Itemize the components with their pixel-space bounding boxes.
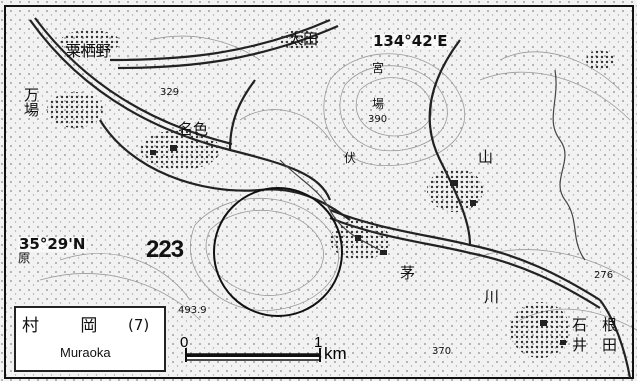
latitude-label: 35°29'N	[18, 235, 87, 253]
place-name: 原	[18, 251, 31, 265]
legend-sheet-name-romaji: Muraoka	[60, 345, 111, 360]
site-number: 223	[146, 236, 184, 263]
place-name: 宮	[372, 61, 385, 75]
elevation-label: 276	[594, 270, 614, 281]
place-name: 井	[572, 336, 588, 354]
building-blocks	[150, 145, 566, 345]
scale-start-label: 0	[180, 334, 189, 351]
place-name: 太田	[288, 30, 319, 48]
place-name: 名色	[178, 120, 209, 138]
legend-sheet-name-jp: 村 岡	[22, 316, 116, 336]
settlements	[47, 30, 614, 358]
scale-end-label: 1	[314, 334, 323, 351]
place-name: 田	[602, 336, 618, 354]
elevation-label: 370	[432, 346, 452, 357]
elevation-label: 329	[160, 87, 180, 98]
place-name: 万場	[24, 86, 40, 119]
scale-bar	[185, 348, 321, 362]
contour-lines	[39, 35, 637, 331]
map-frame	[4, 5, 634, 379]
elevation-label: 493.9	[178, 305, 207, 316]
legend-sheet-number: (7)	[128, 316, 150, 334]
place-name: 場	[372, 97, 385, 111]
place-name: 茅	[400, 264, 416, 282]
longitude-label: 134°42'E	[372, 32, 449, 50]
place-name: 根	[602, 316, 618, 334]
place-name: 伏	[344, 151, 357, 165]
place-name: 山	[478, 148, 494, 166]
place-name: 石	[572, 316, 588, 334]
site-circle	[213, 187, 343, 317]
map-legend: 村 岡 (7) Muraoka	[14, 306, 166, 372]
scale-unit-label: km	[324, 344, 347, 363]
place-name: 川	[484, 288, 500, 306]
place-name: 栗栖野	[66, 42, 112, 60]
elevation-label: 390	[368, 114, 388, 125]
